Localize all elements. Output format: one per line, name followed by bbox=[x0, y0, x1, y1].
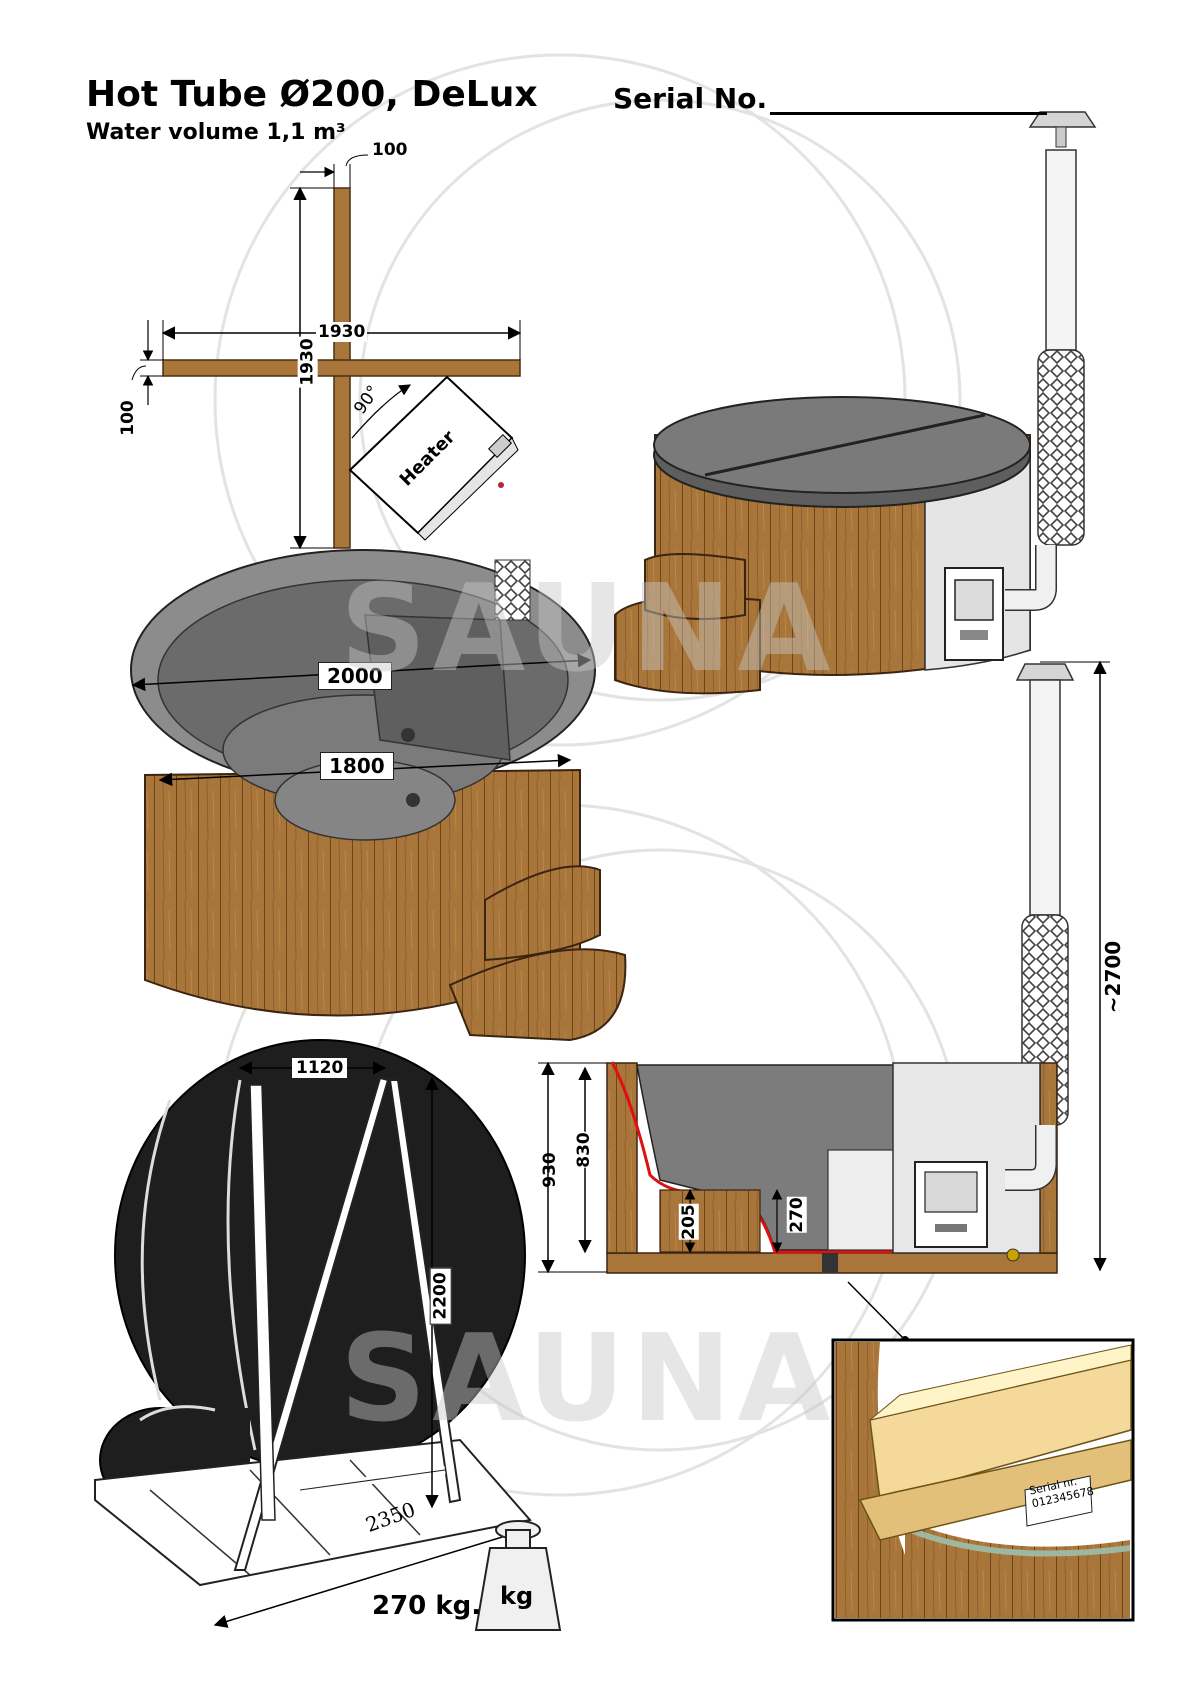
total-height-label: 930 bbox=[539, 1152, 560, 1188]
weight-unit-label: kg bbox=[500, 1582, 534, 1610]
serial-number-label: Serial No. bbox=[613, 82, 768, 115]
seat-height-label: 205 bbox=[678, 1204, 699, 1240]
water-volume: Water volume 1,1 m³ bbox=[86, 120, 346, 145]
bench-height-label: 270 bbox=[786, 1197, 807, 1233]
watermark-text-top: SAUNA bbox=[340, 560, 837, 699]
beam-width-side-label: 100 bbox=[117, 400, 138, 436]
weight-icon bbox=[474, 1520, 562, 1631]
weight-label: 270 kg. bbox=[372, 1591, 482, 1621]
tub-section-view bbox=[538, 1061, 1058, 1344]
serial-number-line bbox=[770, 112, 1047, 115]
frame-length-vertical: 1930 bbox=[297, 336, 318, 388]
outer-diameter-label: 2000 bbox=[318, 662, 392, 690]
transport-package bbox=[94, 1039, 562, 1631]
tub-exterior-view bbox=[614, 111, 1097, 695]
frame-plan bbox=[131, 154, 522, 550]
chimney-height-label: ~2700 bbox=[1101, 940, 1126, 1014]
inner-height-label: 830 bbox=[573, 1132, 594, 1168]
serial-plate-detail bbox=[831, 1338, 1135, 1622]
page-title: Hot Tube Ø200, DeLux bbox=[86, 74, 538, 115]
package-width-label: 1120 bbox=[292, 1058, 348, 1078]
watermark-text-bottom: SAUNA bbox=[340, 1310, 837, 1449]
horizontal-beam bbox=[162, 359, 521, 377]
inner-diameter-label: 1800 bbox=[320, 752, 394, 780]
heater-plan bbox=[348, 375, 519, 541]
beam-width-label: 100 bbox=[372, 140, 408, 160]
frame-length-horizontal: 1930 bbox=[316, 322, 368, 342]
